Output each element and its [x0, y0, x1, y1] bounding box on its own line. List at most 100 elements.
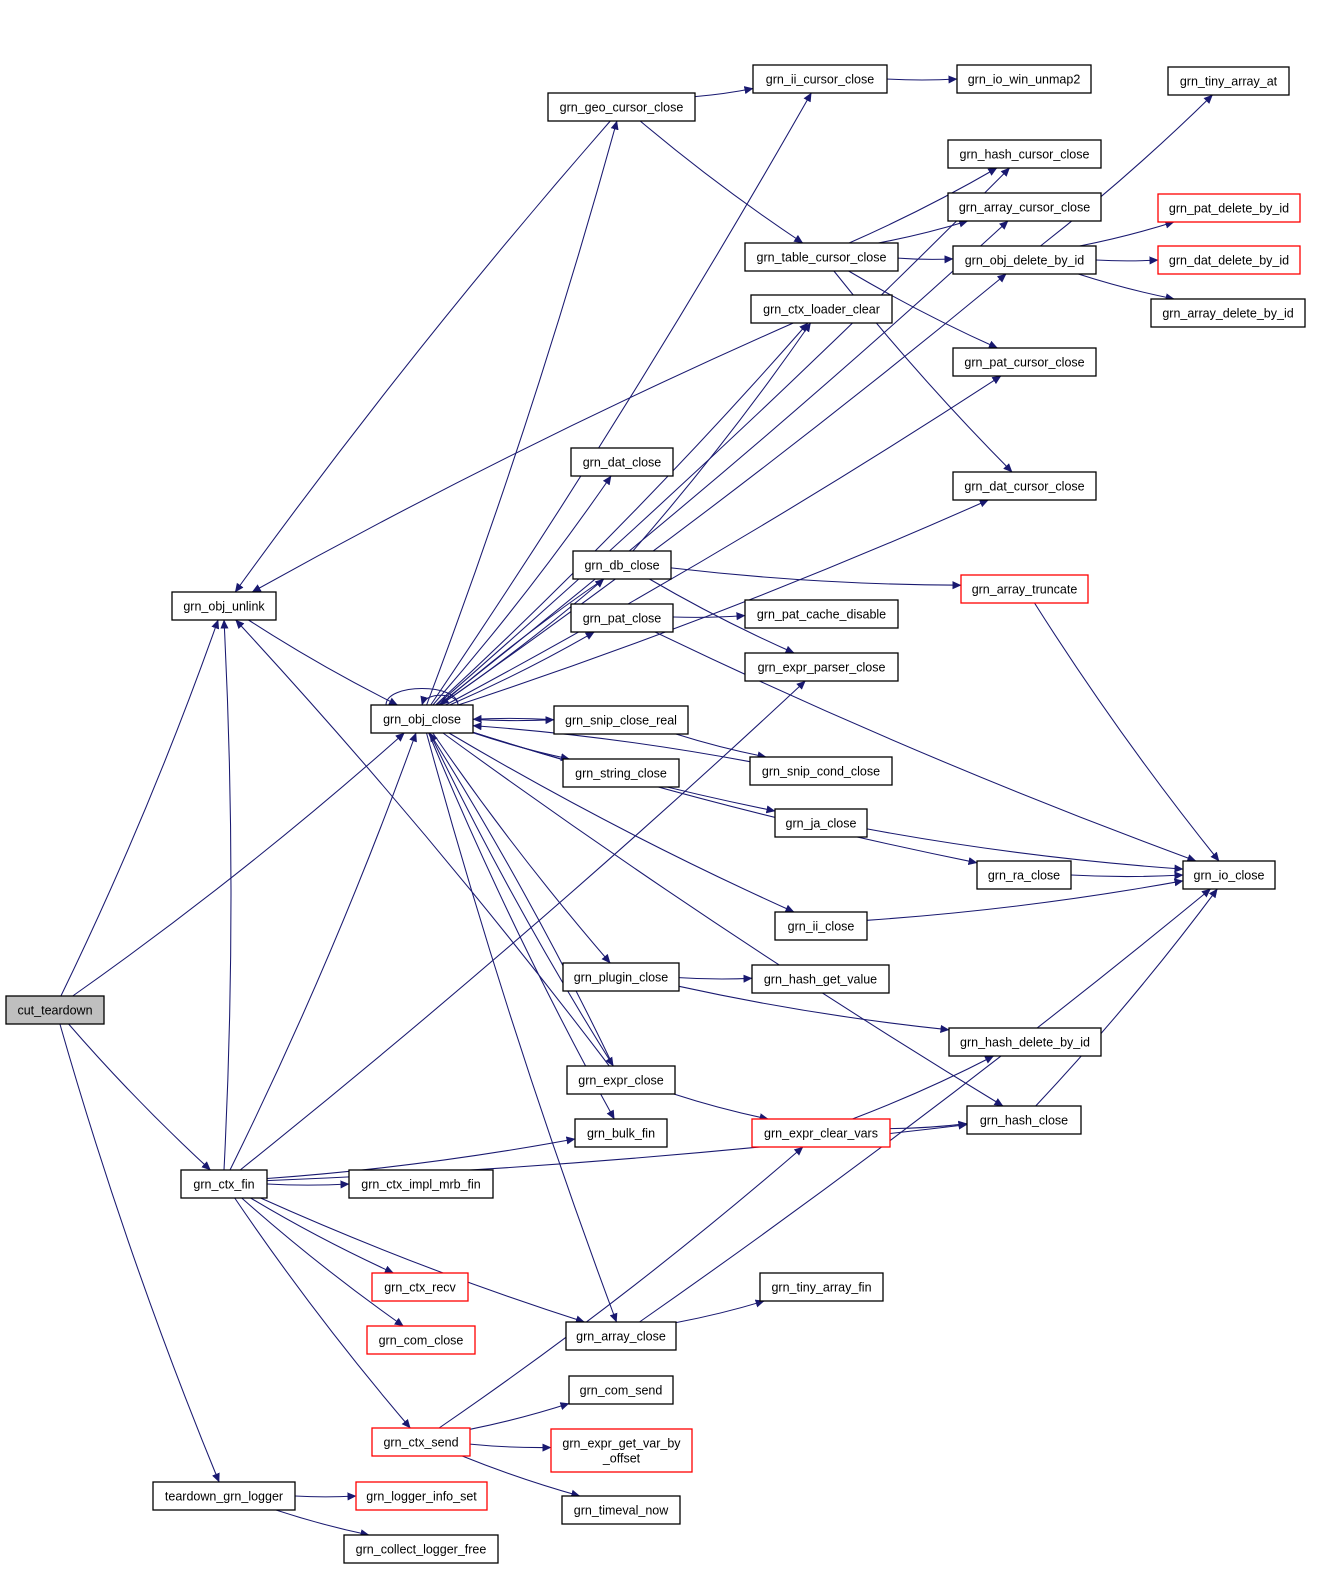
node-box	[370, 704, 474, 734]
edge-grn_expr_close-to-grn_obj_close	[429, 732, 614, 1067]
node-grn_db_close[interactable]: grn_db_close	[572, 550, 672, 580]
node-label: grn_io_close	[1194, 869, 1265, 883]
node-grn_plugin_close[interactable]: grn_plugin_close	[562, 962, 680, 992]
node-grn_dat_cursor_close[interactable]: grn_dat_cursor_close	[952, 471, 1097, 501]
node-grn_pat_cursor_close[interactable]: grn_pat_cursor_close	[952, 347, 1097, 377]
node-grn_ctx_impl_mrb_fin[interactable]: grn_ctx_impl_mrb_fin	[348, 1169, 494, 1199]
edge-grn_array_close-to-grn_io_close	[639, 888, 1211, 1323]
node-label: grn_expr_get_var_by_offset	[562, 1437, 681, 1466]
node-grn_array_close[interactable]: grn_array_close	[565, 1321, 677, 1351]
node-grn_io_win_unmap2[interactable]: grn_io_win_unmap2	[956, 64, 1092, 94]
node-grn_hash_close[interactable]: grn_hash_close	[966, 1105, 1082, 1135]
node-grn_logger_info_set[interactable]: grn_logger_info_set	[355, 1481, 488, 1511]
node-grn_ctx_recv[interactable]: grn_ctx_recv	[371, 1272, 469, 1302]
node-cut_teardown[interactable]: cut_teardown	[5, 995, 105, 1025]
node-grn_com_close[interactable]: grn_com_close	[366, 1325, 476, 1355]
node-grn_expr_get_var_by_offset[interactable]: grn_expr_get_var_by_offset	[550, 1428, 693, 1473]
node-grn_ii_cursor_close[interactable]: grn_ii_cursor_close	[752, 64, 888, 94]
edge-grn_expr_close-to-grn_obj_unlink	[235, 619, 610, 1067]
edge-grn_array_close-to-grn_tiny_array_fin	[675, 1299, 765, 1324]
node-grn_hash_cursor_close[interactable]: grn_hash_cursor_close	[947, 139, 1102, 169]
node-grn_bulk_fin[interactable]: grn_bulk_fin	[574, 1118, 668, 1148]
node-grn_table_cursor_close[interactable]: grn_table_cursor_close	[744, 242, 899, 272]
node-grn_dat_delete_by_id[interactable]: grn_dat_delete_by_id	[1157, 245, 1301, 275]
node-label: grn_ra_close	[988, 869, 1060, 883]
edge-grn_obj_close-to-grn_pat_close	[449, 631, 595, 706]
node-label: grn_array_close	[576, 1330, 666, 1344]
edge-grn_geo_cursor_close-to-grn_table_cursor_close	[639, 120, 804, 244]
node-grn_timeval_now[interactable]: grn_timeval_now	[561, 1495, 681, 1525]
node-box	[947, 139, 1102, 169]
node-grn_expr_close[interactable]: grn_expr_close	[566, 1065, 676, 1095]
node-grn_array_truncate[interactable]: grn_array_truncate	[960, 574, 1089, 604]
node-grn_pat_cache_disable[interactable]: grn_pat_cache_disable	[744, 599, 899, 629]
node-grn_io_close[interactable]: grn_io_close	[1182, 860, 1276, 890]
node-label: grn_string_close	[575, 767, 667, 781]
node-label: grn_array_truncate	[972, 583, 1078, 597]
edge-grn_obj_close-to-grn_hash_cursor_close	[436, 167, 1010, 706]
node-grn_dat_close[interactable]: grn_dat_close	[570, 447, 674, 477]
edge-cut_teardown-to-grn_ctx_fin	[68, 1023, 211, 1171]
node-grn_pat_close[interactable]: grn_pat_close	[570, 603, 674, 633]
node-box	[1157, 193, 1301, 223]
node-grn_expr_clear_vars[interactable]: grn_expr_clear_vars	[751, 1118, 891, 1148]
edge-grn_ja_close-to-grn_io_close	[866, 828, 1184, 873]
node-grn_geo_cursor_close[interactable]: grn_geo_cursor_close	[547, 92, 696, 122]
edge-grn_obj_delete_by_id-to-grn_pat_delete_by_id	[1079, 220, 1175, 247]
edge-grn_obj_close-to-grn_ra_close	[472, 731, 978, 866]
node-grn_tiny_array_fin[interactable]: grn_tiny_array_fin	[759, 1272, 884, 1302]
node-grn_com_send[interactable]: grn_com_send	[568, 1375, 674, 1405]
edge-grn_table_cursor_close-to-grn_obj_delete_by_id	[897, 255, 954, 264]
node-box	[956, 64, 1092, 94]
node-grn_obj_unlink[interactable]: grn_obj_unlink	[171, 591, 277, 621]
node-grn_ja_close[interactable]: grn_ja_close	[774, 808, 868, 838]
edge-grn_ctx_fin-to-grn_array_close	[260, 1197, 585, 1324]
node-box	[976, 860, 1072, 890]
node-grn_ctx_fin[interactable]: grn_ctx_fin	[180, 1169, 268, 1199]
node-box	[371, 1427, 471, 1457]
node-grn_ctx_loader_clear[interactable]: grn_ctx_loader_clear	[750, 294, 893, 324]
node-label: grn_ctx_fin	[193, 1178, 254, 1192]
node-box	[744, 652, 899, 682]
node-grn_hash_get_value[interactable]: grn_hash_get_value	[751, 964, 890, 994]
edge-teardown_grn_logger-to-grn_collect_logger_free	[275, 1509, 370, 1538]
node-grn_obj_delete_by_id[interactable]: grn_obj_delete_by_id	[952, 245, 1097, 275]
node-label: grn_pat_cursor_close	[964, 356, 1084, 370]
node-box	[751, 1118, 891, 1148]
node-box	[774, 808, 868, 838]
node-box	[1182, 860, 1276, 890]
edge-grn_ctx_fin-to-grn_ctx_recv	[250, 1197, 394, 1274]
node-label: grn_logger_info_set	[366, 1490, 477, 1504]
node-grn_tiny_array_at[interactable]: grn_tiny_array_at	[1167, 66, 1290, 96]
node-grn_snip_close_real[interactable]: grn_snip_close_real	[553, 705, 689, 735]
node-grn_pat_delete_by_id[interactable]: grn_pat_delete_by_id	[1157, 193, 1301, 223]
edge-cut_teardown-to-grn_obj_unlink	[60, 619, 220, 997]
node-box	[570, 447, 674, 477]
node-grn_ii_close[interactable]: grn_ii_close	[774, 911, 868, 941]
edge-grn_expr_clear_vars-to-grn_hash_delete_by_id	[852, 1055, 994, 1120]
node-grn_array_delete_by_id[interactable]: grn_array_delete_by_id	[1150, 298, 1306, 328]
edge-grn_table_cursor_close-to-grn_hash_cursor_close	[848, 167, 998, 244]
edge-cut_teardown-to-grn_obj_close	[72, 732, 405, 997]
node-label: grn_snip_close_real	[565, 714, 677, 728]
node-grn_snip_cond_close[interactable]: grn_snip_cond_close	[749, 756, 893, 786]
node-grn_expr_parser_close[interactable]: grn_expr_parser_close	[744, 652, 899, 682]
node-grn_ra_close[interactable]: grn_ra_close	[976, 860, 1072, 890]
node-box	[752, 64, 888, 94]
node-teardown_grn_logger[interactable]: teardown_grn_logger	[152, 1481, 296, 1511]
edge-grn_obj_close-to-grn_plugin_close	[432, 732, 611, 964]
edge-grn_ctx_fin-to-grn_ctx_send	[234, 1197, 411, 1429]
edge-grn_db_close-to-grn_expr_parser_close	[649, 578, 795, 654]
edge-grn_db_close-to-grn_array_truncate	[670, 567, 962, 590]
node-box	[152, 1481, 296, 1511]
edge-grn_ctx_send-to-grn_expr_clear_vars	[438, 1146, 804, 1429]
node-grn_ctx_send[interactable]: grn_ctx_send	[371, 1427, 471, 1457]
node-grn_array_cursor_close[interactable]: grn_array_cursor_close	[947, 192, 1102, 222]
node-grn_hash_delete_by_id[interactable]: grn_hash_delete_by_id	[948, 1027, 1102, 1057]
edge-grn_obj_unlink-to-grn_obj_close	[248, 619, 398, 706]
node-grn_collect_logger_free[interactable]: grn_collect_logger_free	[343, 1534, 499, 1564]
node-label: grn_array_cursor_close	[959, 201, 1090, 215]
node-grn_string_close[interactable]: grn_string_close	[562, 758, 680, 788]
node-grn_obj_close[interactable]: grn_obj_close	[370, 704, 474, 734]
edge-grn_array_truncate-to-grn_io_close	[1034, 602, 1220, 862]
